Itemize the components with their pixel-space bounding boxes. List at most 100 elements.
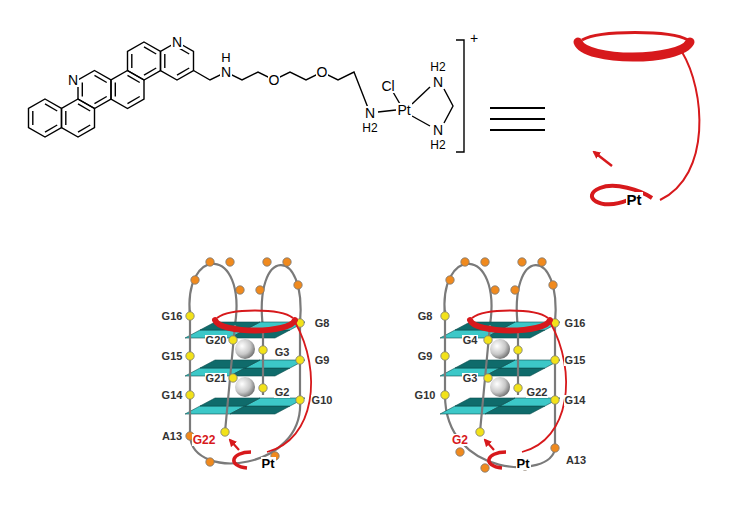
ring	[128, 42, 161, 80]
residue-label: G22	[192, 434, 217, 446]
ring	[78, 71, 111, 109]
residue-label: G9	[314, 355, 331, 366]
double-bond	[95, 97, 107, 104]
backbone	[444, 264, 491, 325]
nucleotide-dot	[229, 374, 237, 382]
nucleotide-dot	[256, 286, 264, 294]
nucleotide-dot	[491, 286, 499, 294]
atom-label: N	[171, 35, 183, 49]
cation	[490, 377, 510, 397]
double-bond	[144, 68, 156, 75]
nucleotide-dot	[476, 428, 484, 436]
nucleotide-dot	[441, 391, 449, 399]
residue-label: G2	[451, 434, 469, 446]
residue-label: G16	[564, 318, 587, 329]
nucleotide-dot	[484, 336, 492, 344]
g-quartet	[230, 368, 290, 376]
nucleotide-dot	[206, 458, 214, 466]
ligand-ring	[470, 320, 550, 331]
nucleotide-dot	[294, 281, 302, 289]
double-bond	[65, 111, 66, 125]
atom-label: H	[220, 51, 231, 64]
nucleotide-dot	[481, 258, 489, 266]
residue-label: A13	[565, 455, 587, 466]
ligand-ring	[472, 311, 548, 319]
double-bond	[95, 75, 107, 82]
atom-label: O	[268, 73, 281, 87]
ligand-ring	[217, 311, 293, 319]
residue-label: G3	[274, 347, 291, 358]
nucleotide-dot	[229, 336, 237, 344]
residue-label: G14	[161, 390, 184, 401]
double-bond	[82, 83, 83, 97]
nucleotide-dot	[191, 276, 199, 284]
double-bond	[115, 83, 116, 97]
nucleotide-dot	[446, 276, 454, 284]
bond	[412, 116, 430, 126]
atom-label: H2	[361, 122, 378, 134]
atom-label: H2	[429, 61, 446, 73]
nucleotide-dot	[551, 356, 559, 364]
atom-label: N	[220, 65, 232, 79]
residue-label: G20	[205, 335, 228, 346]
residue-label: G21	[205, 373, 228, 384]
pt-moiety	[234, 452, 251, 468]
ligand-linker	[267, 322, 311, 452]
double-bond	[128, 97, 140, 104]
nucleotide-dot	[263, 258, 271, 266]
nucleotide-dot	[551, 396, 559, 404]
g-quadruplex	[185, 258, 311, 468]
bond	[378, 110, 396, 112]
residue-label: G15	[564, 355, 587, 366]
complex-cartoon	[578, 33, 699, 205]
nucleotide-dot	[259, 384, 267, 392]
g-quadruplex	[440, 258, 566, 472]
equivalence-sign	[490, 108, 545, 130]
backbone	[189, 264, 236, 325]
pt-label: Pt	[516, 457, 531, 470]
binding-arrow	[230, 440, 239, 450]
pt-label: Pt	[261, 457, 276, 470]
quadruplex-drawings	[185, 258, 566, 472]
nucleotide-dot	[206, 258, 214, 266]
g-quartet	[230, 406, 290, 414]
cation	[235, 339, 255, 359]
g-quartet	[485, 368, 545, 376]
nucleotide-dot	[549, 281, 557, 289]
nucleotide-dot	[484, 374, 492, 382]
g-quartet	[485, 406, 545, 414]
charge-bracket	[456, 40, 464, 152]
nucleotide-dot	[226, 258, 234, 266]
double-bond	[45, 104, 57, 111]
nucleotide-dot	[186, 312, 194, 320]
nucleotide-dot	[481, 464, 489, 472]
residue-label: G15	[161, 351, 184, 362]
charge-label: +	[469, 31, 479, 45]
ring-structure	[29, 42, 194, 137]
atom-label: N	[67, 73, 79, 87]
ligand-ring	[215, 320, 295, 331]
atom-label: O	[316, 65, 329, 79]
double-bond	[131, 54, 132, 68]
nucleotide-dot	[221, 428, 229, 436]
ring	[29, 99, 62, 137]
nucleotide-dot	[456, 448, 464, 456]
residue-label: G14	[564, 395, 587, 406]
residue-label: A13	[161, 431, 183, 442]
ring	[62, 99, 95, 137]
residue-label: G8	[314, 318, 331, 329]
ligand-linker	[522, 322, 566, 452]
nucleotide-dot	[259, 346, 267, 354]
residue-label: G2	[274, 387, 291, 398]
double-bond	[32, 111, 33, 125]
nucleotide-dot	[538, 258, 546, 266]
g-quartet	[200, 398, 260, 406]
binding-arrow	[485, 440, 494, 450]
atom-label: H2	[429, 139, 446, 151]
nucleotide-dot	[518, 258, 526, 266]
atom-label: Pt	[396, 103, 411, 117]
atom-label: N	[432, 75, 444, 89]
atom-label: N	[364, 106, 376, 120]
nucleotide-dot	[461, 258, 469, 266]
